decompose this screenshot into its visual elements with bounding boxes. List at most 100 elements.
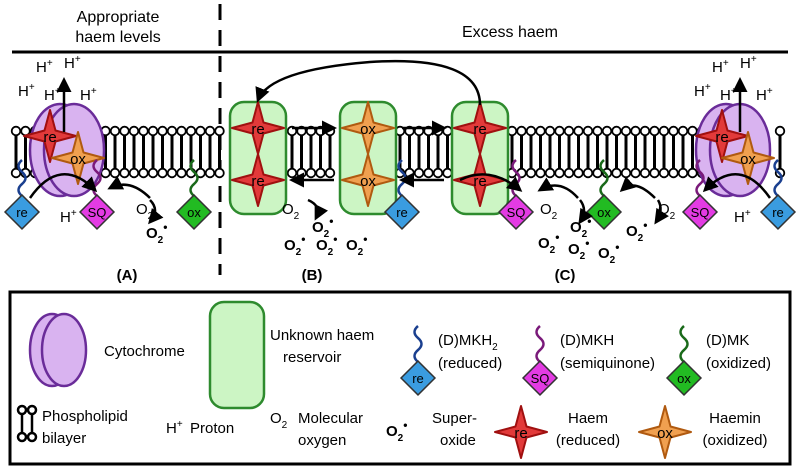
haemin-star-right: ox <box>721 131 775 185</box>
legend-mkh2-line2: (reduced) <box>438 355 502 372</box>
legend-o2-line1: Molecular <box>298 410 363 427</box>
panel-label-a: (A) <box>117 267 138 284</box>
legend-o2-line2: oxygen <box>298 432 346 449</box>
legend-haemin-swatch: ox <box>638 405 692 459</box>
mkh2-badge-right: re <box>759 159 797 231</box>
superoxide-1: O2• <box>312 214 333 240</box>
legend-cytochrome-swatch <box>28 312 88 388</box>
svg-text:re: re <box>16 205 28 220</box>
svg-text:ox: ox <box>360 173 376 190</box>
mkh-badge-right: SQ <box>681 159 719 231</box>
proton-left-4: H+ <box>80 86 97 104</box>
haem-star-right: re <box>695 109 749 163</box>
legend-reservoir-line2: reservoir <box>283 349 341 366</box>
svg-text:re: re <box>473 173 486 190</box>
svg-text:ox: ox <box>740 151 756 168</box>
legend-superoxide-line1: Super- <box>432 410 477 427</box>
header-right-title: Excess haem <box>462 24 558 41</box>
svg-text:SQ: SQ <box>88 205 107 220</box>
legend-mkh2-swatch: re <box>399 325 437 397</box>
legend-haem-line1: Haem <box>568 410 608 427</box>
cytochrome-right <box>694 102 772 198</box>
superoxide-0: O2• <box>146 220 167 246</box>
superoxide-2: O2• <box>284 232 305 258</box>
legend-mkh2-line1: (D)MKH2 <box>438 332 498 353</box>
proton-left-1: H+ <box>64 54 81 72</box>
legend-mkh-line2: (semiquinone) <box>560 355 655 372</box>
legend-reservoir-line1: Unknown haem <box>270 327 374 344</box>
haem-star-left: re <box>23 109 77 163</box>
svg-text:re: re <box>412 371 424 386</box>
legend-bilayer-line1: Phospholipid <box>42 408 128 425</box>
svg-text:re: re <box>715 129 728 146</box>
legend-haemin-line1: Haemin <box>709 410 761 427</box>
header-left-line2: haem levels <box>75 29 160 46</box>
svg-text:re: re <box>514 425 527 442</box>
svg-text:re: re <box>772 205 784 220</box>
svg-text:ox: ox <box>597 205 611 220</box>
legend-proton-label: Proton <box>190 420 234 437</box>
o2-a: O2 <box>136 201 154 222</box>
superoxide-7: O2• <box>568 236 589 262</box>
legend-mkh-line1: (D)MKH <box>560 332 614 349</box>
svg-text:re: re <box>473 121 486 138</box>
o2-c1: O2 <box>540 201 558 222</box>
haemin-star-left: ox <box>51 131 105 185</box>
legend-superoxide-symbol: O2• <box>386 418 407 444</box>
superoxide-9: O2• <box>626 218 647 244</box>
svg-text:SQ: SQ <box>531 371 550 386</box>
proton-right-4: H+ <box>756 86 773 104</box>
legend-bilayer-line2: bilayer <box>42 430 86 447</box>
svg-text:re: re <box>251 173 264 190</box>
proton-right-1: H+ <box>740 54 757 72</box>
cytochrome-left <box>28 102 106 198</box>
superoxide-8: O2• <box>598 240 619 266</box>
legend-reservoir-swatch <box>208 300 266 410</box>
legend-mk-line2: (oxidized) <box>706 355 771 372</box>
svg-text:re: re <box>43 129 56 146</box>
arrows <box>28 59 772 225</box>
svg-text:ox: ox <box>677 371 691 386</box>
legend-mk-swatch: ox <box>665 325 703 397</box>
svg-text:ox: ox <box>360 121 376 138</box>
superoxide-4: O2• <box>346 232 367 258</box>
proton-right-0: H+ <box>712 58 729 76</box>
header-left-line1: Appropriate <box>77 9 160 26</box>
proton-left-3: H+ <box>44 86 61 104</box>
proton-right-5: H+ <box>734 208 751 226</box>
superoxide-3: O2• <box>316 232 337 258</box>
svg-text:ox: ox <box>657 425 673 442</box>
haem-star-reservoir1-bottom: re <box>231 153 285 207</box>
svg-text:SQ: SQ <box>507 205 526 220</box>
superoxide-6: O2• <box>538 230 559 256</box>
legend-superoxide-line2: oxide <box>440 432 476 449</box>
legend-mkh-swatch: SQ <box>521 325 559 397</box>
legend-haem-swatch: re <box>494 405 548 459</box>
svg-text:SQ: SQ <box>691 205 710 220</box>
mk-badge-a: ox <box>175 159 213 231</box>
legend-haem-line2: (reduced) <box>556 432 620 449</box>
svg-text:re: re <box>251 121 264 138</box>
legend-mk-line1: (D)MK <box>706 332 749 349</box>
phospholipid-bilayer <box>10 125 786 179</box>
panel-label-c: (C) <box>555 267 576 284</box>
legend-proton-symbol: H+ <box>166 419 183 437</box>
o2-c2: O2 <box>658 201 676 222</box>
haemin-star-reservoir2-bottom: ox <box>341 153 395 207</box>
proton-right-3: H+ <box>720 86 737 104</box>
mk-badge-c: ox <box>585 159 623 231</box>
proton-left-5: H+ <box>60 208 77 226</box>
svg-text:ox: ox <box>187 205 201 220</box>
legend-haemin-line2: (oxidized) <box>702 432 767 449</box>
panel-label-b: (B) <box>302 267 323 284</box>
mkh2-badge-left: re <box>3 159 41 231</box>
superoxide-5: O2• <box>570 214 591 240</box>
legend-cytochrome-label: Cytochrome <box>104 343 185 360</box>
legend-bilayer-swatch <box>16 404 38 443</box>
proton-left-2: H+ <box>18 82 35 100</box>
proton-right-2: H+ <box>694 82 711 100</box>
svg-text:ox: ox <box>70 151 86 168</box>
proton-left-0: H+ <box>36 58 53 76</box>
o2-b: O2 <box>282 201 300 222</box>
